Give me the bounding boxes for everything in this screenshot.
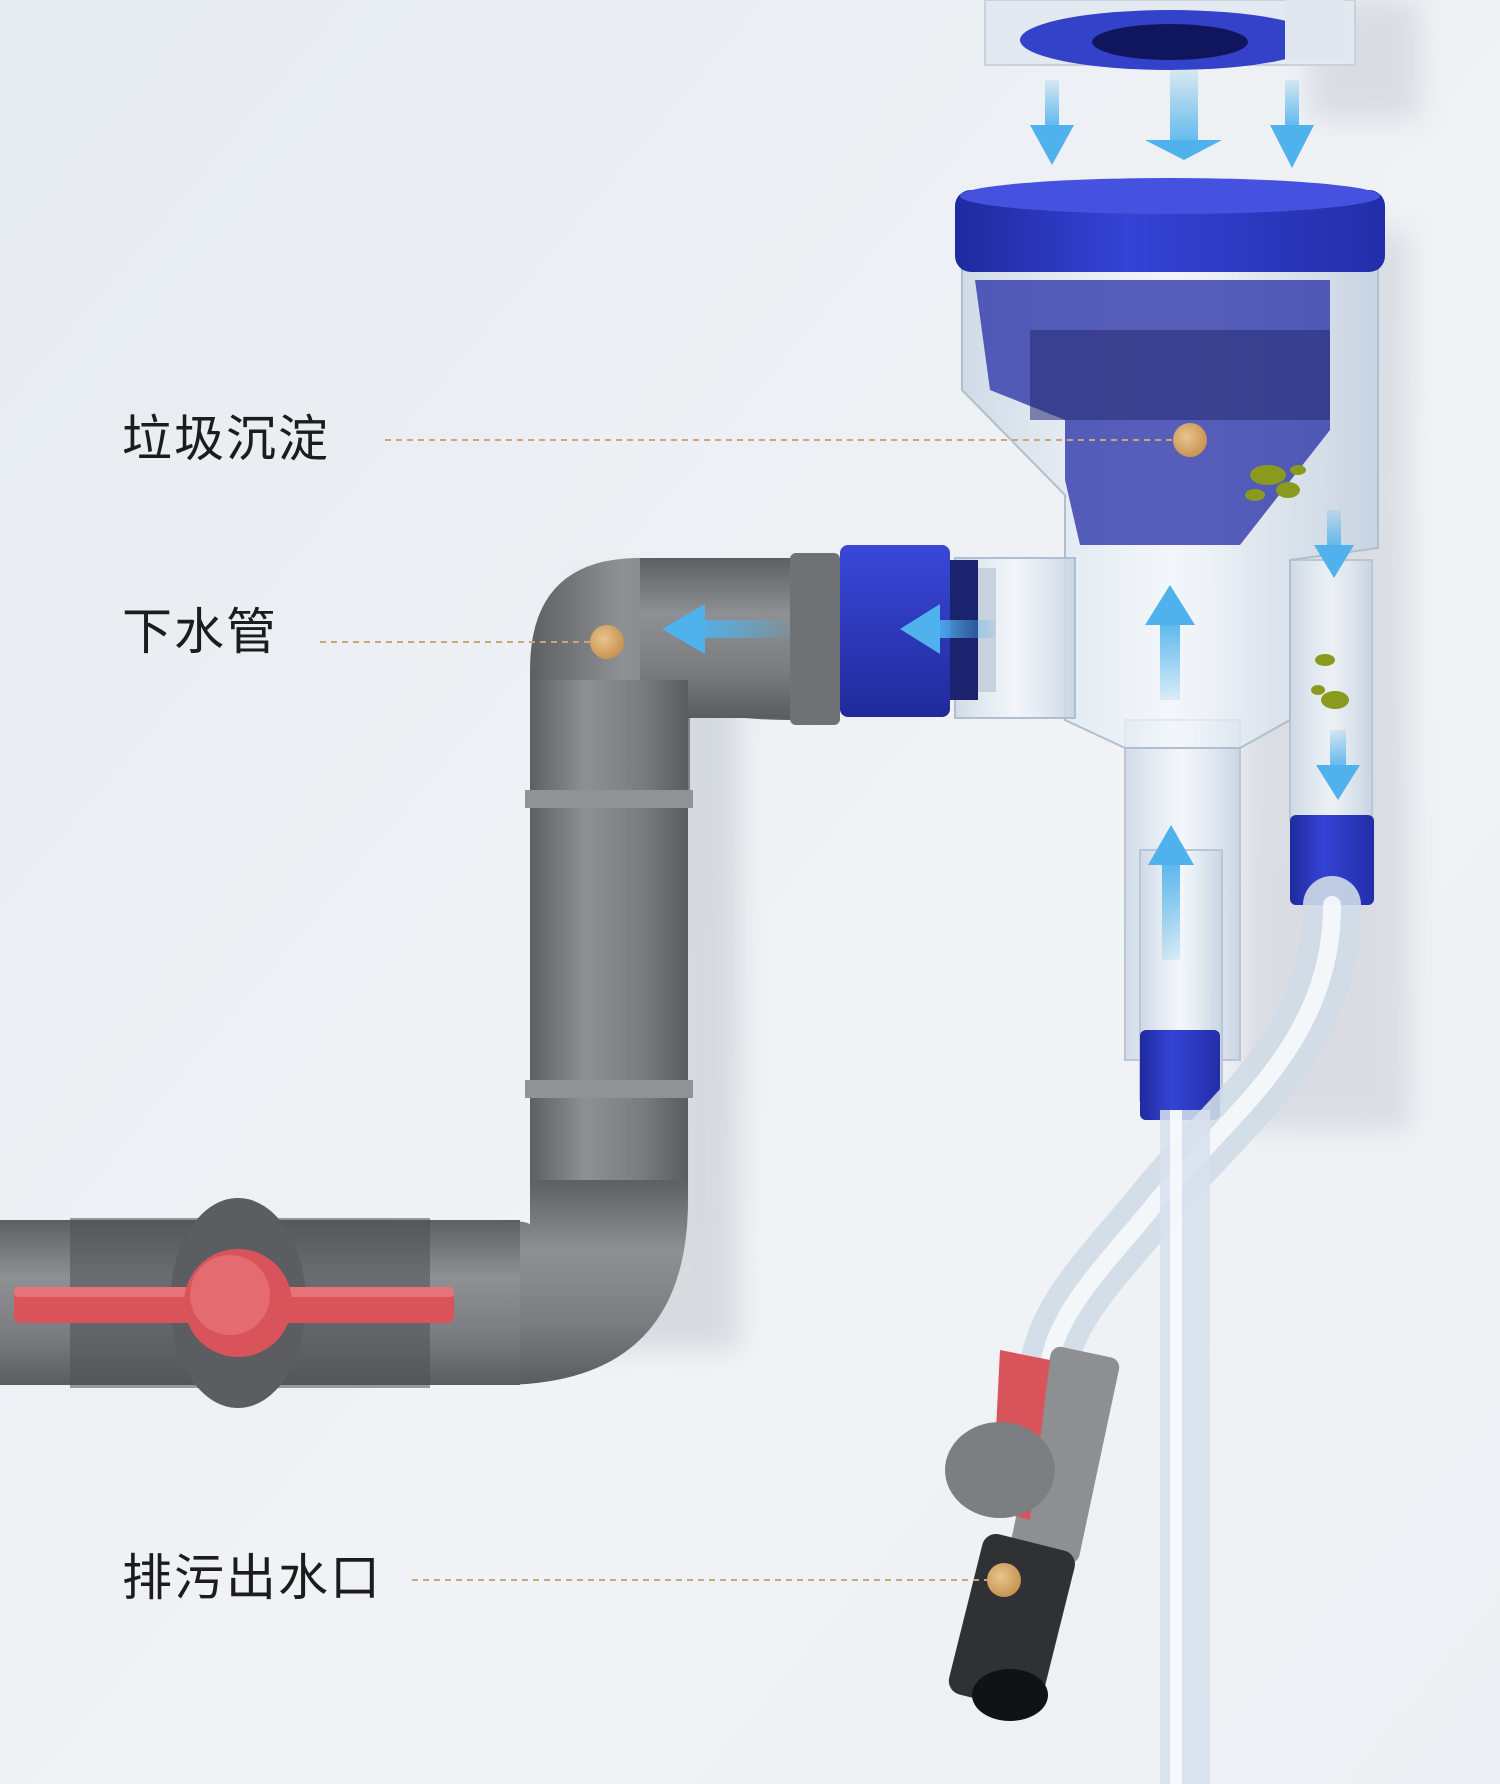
callout-marker-icon xyxy=(1173,423,1207,457)
flow-arrow-icon xyxy=(900,604,995,654)
debris-particles xyxy=(1245,465,1349,709)
callout-label-debris-sedimentation: 垃圾沉淀 xyxy=(122,410,330,468)
grey-pipe-sleeve-lower xyxy=(525,1080,693,1098)
callout-label-sewage-outlet: 排污出水口 xyxy=(122,1549,382,1607)
callout-label-drain-pipe: 下水管 xyxy=(122,603,278,661)
blue-fitting-center-lower xyxy=(1140,1030,1220,1120)
strainer-mesh xyxy=(1030,330,1330,420)
flow-arrow-icon xyxy=(1030,80,1074,165)
flow-arrow-icon xyxy=(1148,825,1194,960)
callout-marker-icon xyxy=(590,625,624,659)
ball-valve-icon xyxy=(14,1198,454,1408)
grey-pipe-vertical xyxy=(530,680,688,1200)
top-inlet-fitting xyxy=(984,0,1356,70)
blue-fitting-side-lower xyxy=(1290,815,1374,905)
callout-marker-icon xyxy=(987,1563,1021,1597)
flow-arrow-icon xyxy=(1270,80,1314,168)
flow-arrow-icon xyxy=(1314,510,1354,578)
clear-downpipe xyxy=(1160,1110,1210,1784)
filter-body xyxy=(954,178,1385,1101)
flow-arrow-icon xyxy=(662,604,790,654)
outlet-valve xyxy=(945,1346,1120,1721)
flow-arrows xyxy=(662,70,1360,960)
flow-arrow-icon xyxy=(1145,585,1195,700)
callout-leaders xyxy=(320,423,1207,1597)
grey-pipe-sleeve-upper xyxy=(525,790,693,808)
flow-arrow-icon xyxy=(1145,70,1222,160)
grey-pipe-coupling xyxy=(790,553,840,725)
flow-arrow-icon xyxy=(1316,730,1360,800)
